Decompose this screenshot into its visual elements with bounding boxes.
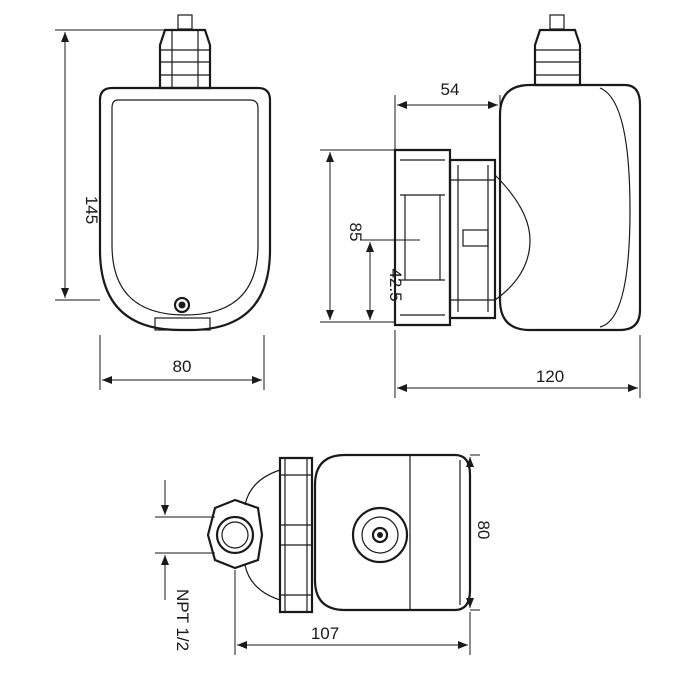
- dim-label-54: 54: [441, 80, 460, 99]
- dim-bottom-length: 107: [234, 570, 471, 655]
- dim-side-length: 120: [394, 330, 641, 398]
- dim-label-80: 80: [173, 357, 192, 376]
- dim-bottom-width: 80: [466, 454, 493, 611]
- dim-side-half-height: 42.5: [360, 239, 420, 320]
- dim-front-height: 145: [55, 29, 165, 301]
- front-view: [98, 14, 272, 332]
- dim-label-42-5: 42.5: [386, 268, 405, 301]
- dim-label-107: 107: [311, 624, 339, 643]
- dim-label-bottom-80: 80: [474, 521, 493, 540]
- dim-label-npt: NPT 1/2: [173, 589, 192, 651]
- dim-front-width: 80: [99, 335, 265, 390]
- dim-side-depth: 54: [394, 80, 501, 150]
- dim-label-145: 145: [82, 196, 101, 224]
- dim-side-height: 85: [320, 149, 395, 323]
- dim-label-85: 85: [346, 223, 365, 242]
- bottom-view: [206, 453, 472, 614]
- dim-thread: NPT 1/2: [155, 480, 215, 651]
- side-view: [393, 14, 642, 332]
- dim-label-120: 120: [536, 367, 564, 386]
